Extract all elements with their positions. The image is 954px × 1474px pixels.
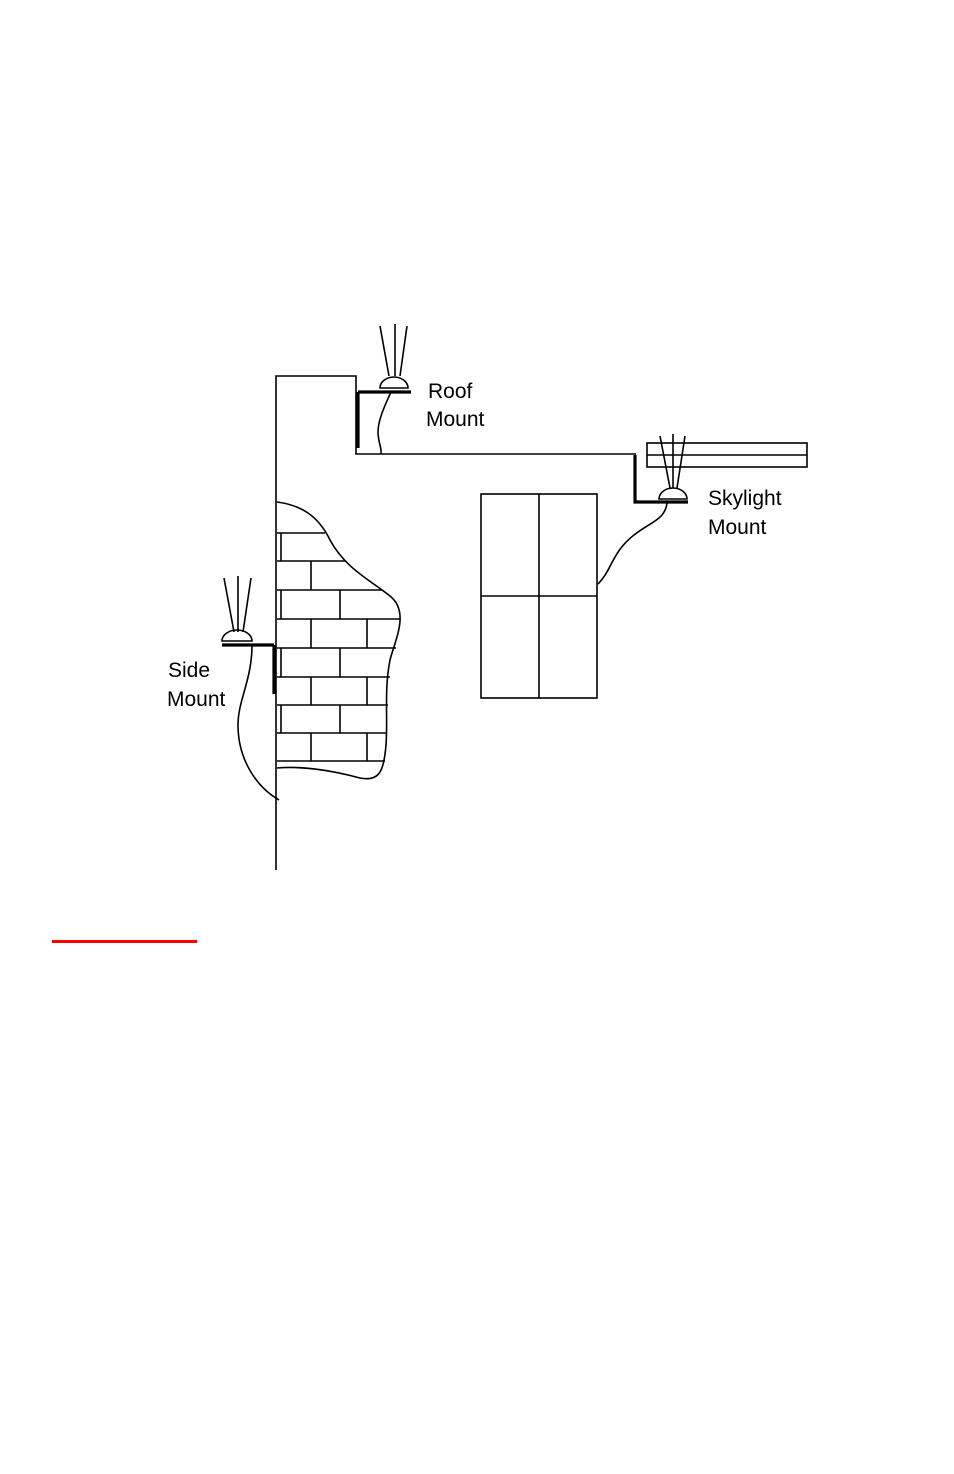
mounting-bracket: [635, 455, 688, 502]
roof-mount-label-line2: Mount: [426, 408, 485, 431]
window: [481, 494, 597, 698]
sensor-dome: [222, 630, 252, 641]
mounting-bracket: [222, 645, 274, 694]
sensor-cable: [598, 503, 667, 584]
emission-ray: [400, 326, 407, 376]
emission-ray: [243, 578, 251, 632]
roof-mount-sensor: [358, 324, 411, 454]
emission-ray: [380, 326, 389, 376]
sensor-dome: [659, 488, 687, 499]
side-mount-label-line2: Mount: [167, 688, 226, 711]
roof-mount-label-line1: Roof: [428, 380, 473, 403]
red-horizontal-rule: [52, 940, 197, 943]
side-mount-sensor: [222, 576, 279, 800]
mounting-bracket: [358, 392, 411, 448]
skylight-mount-label-line1: Skylight: [708, 487, 782, 510]
skylight-frame: [647, 443, 807, 467]
sensor-dome: [380, 377, 408, 388]
brick-wall-cutaway: [277, 502, 400, 779]
skylight-mount-sensor: [598, 434, 688, 584]
emission-ray: [224, 578, 234, 632]
side-mount-label-line1: Side: [168, 659, 210, 682]
skylight-mount-label-line2: Mount: [708, 516, 767, 539]
building-outline: [276, 376, 636, 870]
sensor-cable: [378, 392, 391, 454]
